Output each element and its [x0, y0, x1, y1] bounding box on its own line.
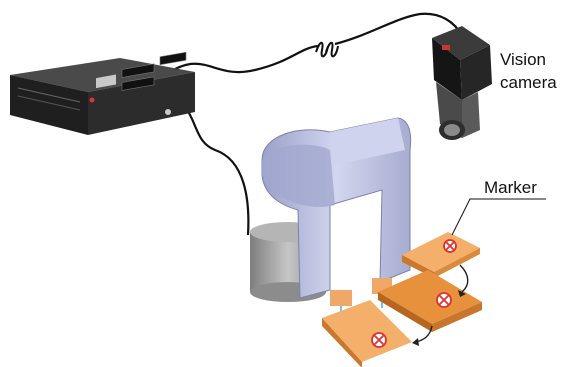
- camera-label-line2: camera: [500, 73, 557, 92]
- marker-block-icon: [437, 293, 451, 307]
- vision-camera-icon: [432, 26, 492, 140]
- cable-controller-to-camera: [170, 46, 318, 72]
- marker-block-top: [402, 232, 480, 278]
- camera-label-line1: Vision: [500, 50, 546, 69]
- marker-leader-line: [452, 199, 546, 235]
- marker-block-middle: [378, 270, 482, 332]
- marker-block-icon: [444, 240, 456, 252]
- cable-break-icon: [316, 43, 338, 57]
- marker-block-icon: [372, 333, 386, 347]
- marker-label: Marker: [484, 178, 537, 197]
- controller-unit-icon: [10, 52, 195, 135]
- cable-controller-to-robot: [170, 95, 248, 235]
